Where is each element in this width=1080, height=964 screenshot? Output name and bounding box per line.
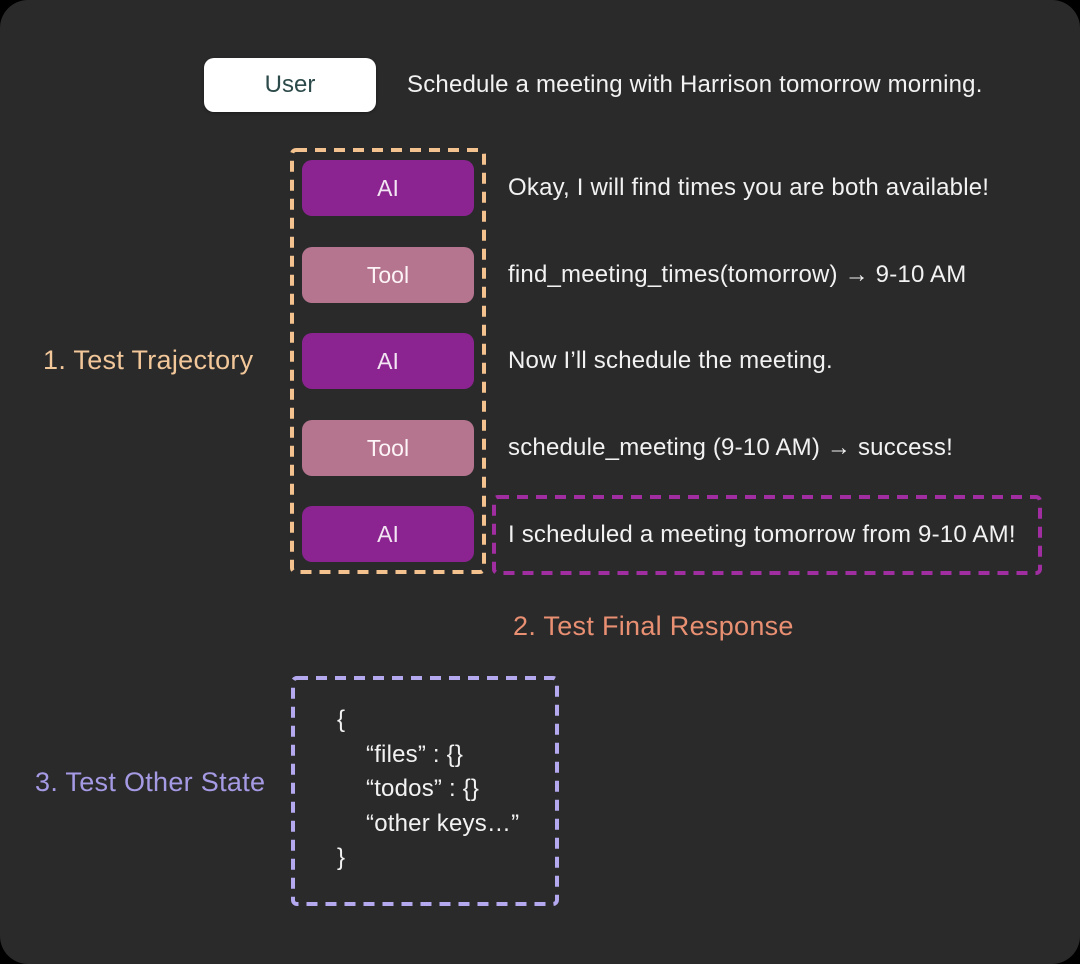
user-message: Schedule a meeting with Harrison tomorro… [407, 71, 983, 98]
final-response-dashed-border [492, 495, 1042, 575]
other-state-label: 3. Test Other State [35, 767, 266, 797]
state-code: { “files” : {} “todos” : {} “other keys…… [337, 703, 519, 876]
final-response-label: 2. Test Final Response [513, 611, 794, 641]
step-message-2: find_meeting_times(tomorrow) → 9-10 AM [508, 261, 967, 288]
trajectory-label: 1. Test Trajectory [43, 345, 254, 375]
code-line-other-keys: “other keys…” [366, 809, 520, 837]
code-line-close-brace: } [337, 844, 346, 871]
step-message-4: schedule_meeting (9-10 AM) → success! [508, 434, 953, 461]
final-response-message: I scheduled a meeting tomorrow from 9-10… [508, 521, 1016, 548]
step-role-badge-tool-2: Tool [302, 420, 474, 476]
step-role-badge-tool-1: Tool [302, 247, 474, 303]
code-line-files: “files” : {} [366, 740, 464, 768]
step-message-1: Okay, I will find times you are both ava… [508, 174, 990, 201]
step-role-label: Tool [366, 261, 410, 288]
user-role-label: User [264, 71, 316, 98]
step-role-label: Tool [366, 434, 410, 461]
state-dashed-box [291, 676, 559, 906]
final-response-dashed-box [492, 495, 1042, 575]
step-role-label: AI [377, 174, 399, 201]
state-dashed-border [291, 676, 559, 906]
step-role-label: AI [377, 520, 399, 547]
step-role-badge-ai-2: AI [302, 333, 474, 389]
user-role-badge: User [204, 58, 376, 112]
code-line-todos: “todos” : {} [366, 775, 480, 802]
step-role-label: AI [377, 347, 399, 374]
step-message-3: Now I’ll schedule the meeting. [508, 347, 833, 374]
step-role-badge-ai-3: AI [302, 506, 474, 562]
trajectory-dashed-border [290, 148, 486, 574]
step-role-badge-ai-1: AI [302, 160, 474, 216]
trajectory-dashed-box [290, 148, 486, 574]
code-line-open-brace: { [337, 706, 346, 733]
